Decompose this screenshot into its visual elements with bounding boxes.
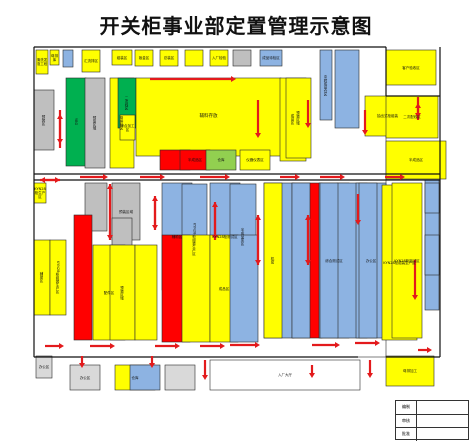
zone-block <box>424 182 440 214</box>
flow-arrow <box>305 215 311 265</box>
zone-block <box>159 49 179 67</box>
zone-block <box>285 77 312 159</box>
zone-block <box>81 49 101 73</box>
flow-arrow <box>362 110 368 135</box>
zone-block <box>135 77 282 157</box>
signoff-value <box>417 428 468 441</box>
zone-block <box>49 239 67 316</box>
signoff-table: 编制 审核 批准 <box>395 400 469 441</box>
signoff-value <box>417 401 468 414</box>
signoff-label: 审核 <box>396 414 417 428</box>
flow-arrow <box>418 347 432 353</box>
zone-block <box>62 49 74 68</box>
flow-arrow <box>40 177 60 183</box>
flow-arrow <box>385 174 405 180</box>
flow-arrow <box>202 360 208 380</box>
zone-block <box>319 49 333 121</box>
zone-block <box>181 234 211 343</box>
flow-arrow <box>415 103 421 120</box>
flow-arrow <box>149 356 155 368</box>
zone-block <box>33 89 55 151</box>
zone-block <box>35 49 49 75</box>
zone-block <box>391 182 423 339</box>
flow-arrow <box>150 76 236 82</box>
zone-block <box>334 49 360 129</box>
signoff-label: 编制 <box>396 401 417 414</box>
signoff-row: 编制 <box>396 401 468 415</box>
zone-block <box>84 77 106 169</box>
zone-block <box>134 49 154 67</box>
zone-block <box>239 149 271 171</box>
zone-block <box>424 234 440 276</box>
zone-block <box>134 244 158 341</box>
flow-arrow <box>152 196 158 230</box>
zone-block <box>164 364 196 391</box>
zone-block <box>209 49 229 67</box>
flow-arrow <box>140 174 165 180</box>
zone-block <box>184 49 204 67</box>
zone-block <box>65 77 87 167</box>
zone-block <box>358 182 378 339</box>
walls-layer <box>33 46 441 358</box>
zone-block <box>385 140 447 180</box>
flow-arrow <box>355 340 380 346</box>
zone-block <box>385 49 437 86</box>
flow-arrow <box>79 356 85 368</box>
arrows-layer <box>40 76 432 380</box>
zone-block <box>69 364 101 391</box>
zone-block <box>232 49 252 67</box>
zone-block <box>229 234 259 343</box>
flow-arrow <box>57 114 63 148</box>
flow-arrow <box>155 343 180 349</box>
zone-block <box>179 149 211 171</box>
zone-block <box>33 239 51 316</box>
zone-block <box>73 214 93 341</box>
flow-arrow <box>230 342 260 348</box>
signoff-label: 批准 <box>396 428 417 441</box>
zone-block <box>111 49 133 66</box>
zone-block <box>385 355 435 387</box>
signoff-row: 审核 <box>396 414 468 429</box>
flow-arrow <box>212 202 218 240</box>
zone-block <box>263 182 283 339</box>
flow-arrow <box>280 174 300 180</box>
zone-block <box>385 95 439 139</box>
zone-block <box>319 182 339 339</box>
zones-layer <box>33 46 447 391</box>
signoff-row: 批准 <box>396 428 468 441</box>
flow-arrow <box>45 343 64 349</box>
zone-block <box>205 149 237 171</box>
zone-block <box>109 244 136 341</box>
flow-arrow <box>320 174 345 180</box>
flow-arrow <box>309 365 315 378</box>
flow-arrow <box>200 343 225 349</box>
zone-block <box>129 364 161 391</box>
zone-block <box>35 355 53 379</box>
flow-arrow <box>412 260 418 300</box>
flow-arrow <box>355 194 361 225</box>
flow-arrow <box>312 342 340 348</box>
flow-arrow <box>305 100 311 128</box>
zone-block <box>49 49 60 66</box>
zone-block <box>259 49 283 67</box>
flow-arrow <box>367 360 373 378</box>
zone-block <box>119 114 136 141</box>
zone-block <box>33 182 47 204</box>
flow-arrow <box>107 184 113 240</box>
flow-arrow <box>80 174 108 180</box>
flow-arrow <box>255 215 261 265</box>
signoff-value <box>417 415 468 428</box>
zone-block <box>209 359 361 391</box>
flow-arrow <box>255 100 261 138</box>
flow-arrow <box>200 174 230 180</box>
page-title: 开关柜事业部定置管理示意图 <box>99 14 373 38</box>
flow-arrow <box>90 343 115 349</box>
